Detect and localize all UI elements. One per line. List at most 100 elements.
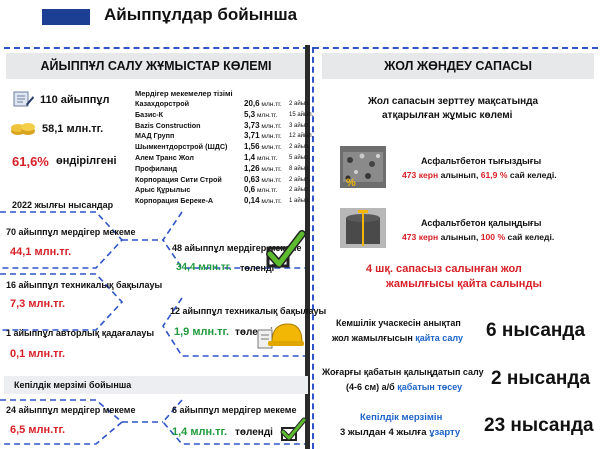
small-check-icon xyxy=(278,416,307,442)
contractor-name: Алем Транс Жол xyxy=(135,153,194,162)
contractor-row: Базис-К 5,3 млн.тг.15 айып. xyxy=(135,110,315,120)
right-header: ЖОЛ ЖӨНДЕУ САПАСЫ xyxy=(322,53,594,79)
w2-suffix: төленді xyxy=(235,427,273,438)
contractor-amount: 1,4 млн.тг. xyxy=(244,153,292,165)
contractor-amount: 1,26 млн.тг. xyxy=(244,164,292,176)
s3-line-1: Кепілдік мерзімін xyxy=(360,412,443,423)
collected-percent: 61,6% xyxy=(12,154,49,169)
contractor-name: МАД Групп xyxy=(135,131,175,141)
p1-suffix: төленді xyxy=(240,263,275,273)
contractor-amount: 0,63 млн.тг. xyxy=(244,175,292,187)
warranty-dashed-lines xyxy=(0,396,310,449)
contractor-amount: 0,6 млн.тг. xyxy=(244,185,292,197)
contractor-name: Базис-К xyxy=(135,109,164,119)
density-mid: алынып, xyxy=(440,170,479,180)
contractor-amount-value: 1,26 xyxy=(244,163,260,173)
s2-count: 2 нысанда xyxy=(491,368,591,389)
b2-amount: 7,3 млн.тг. xyxy=(10,298,66,310)
center-divider xyxy=(312,47,314,449)
contractor-fine-count: 2 айып. xyxy=(289,101,310,107)
contractor-name: Bazis Construction xyxy=(135,120,201,130)
contractor-amount-unit: млн.тг. xyxy=(261,198,282,206)
contractor-amount: 0,14 млн.тг. xyxy=(244,196,292,208)
w1-label: 24 айыппұл мердігер мекеме xyxy=(6,405,136,415)
contractor-amount-unit: млн.тг. xyxy=(261,133,282,141)
contractor-row: Алем Транс Жол 1,4 млн.тг.5 айып. xyxy=(135,153,315,163)
contractor-name: Арыс Құрылыс xyxy=(135,185,191,195)
s2-line-2a: (4-6 см) а/б xyxy=(346,382,395,392)
page-title: Айыппұлдар бойынша xyxy=(104,5,298,24)
contractor-name: Корпорация Береке-А xyxy=(135,196,214,206)
asphalt-sample-photo-2 xyxy=(340,208,386,248)
contractor-amount: 5,3 млн.тг. xyxy=(244,110,292,122)
dashed-flow-diagram xyxy=(0,210,310,380)
contractor-amount-unit: млн.тг. xyxy=(261,122,282,130)
density-pct: 61,9 % xyxy=(480,170,508,180)
fines-count: 110 айыппұл xyxy=(40,94,110,106)
density-stats: 473 керн алынып, 61,9 % сай келеді. xyxy=(402,170,557,180)
s3-line-2: 3 жылдан 4 жылға ұзарту xyxy=(340,427,460,438)
s2-line-2: (4-6 см) а/б қабатын төсеу xyxy=(346,382,462,392)
intro-line-1: Жол сапасын зерттеу мақсатында xyxy=(368,96,539,107)
contractor-row: Шымкентдорстрой (ШДС)1,56 млн.тг.2 айып. xyxy=(135,142,315,152)
w2-amount: 1,4 млн.тг. xyxy=(172,426,228,438)
title-accent-bar xyxy=(42,9,90,25)
s1-line-2b: қайта салу xyxy=(415,333,463,343)
asphalt-sample-photo-1: % xyxy=(340,146,386,189)
contractor-amount: 1,56 млн.тг. xyxy=(244,142,292,154)
s1-count: 6 нысанда xyxy=(486,320,586,341)
contractor-fine-count: 12 айып. xyxy=(289,133,314,140)
section-2022-title: 2022 жылғы нысандар xyxy=(12,200,114,210)
contractor-amount-value: 1,56 xyxy=(244,142,260,152)
contractor-name: Профиланд xyxy=(135,163,178,173)
b1-label: 70 айыппұл мердігер мекеме xyxy=(6,227,136,237)
thickness-mid: алынып, xyxy=(440,232,479,242)
s3-line-2a: 3 жылдан 4 жылға xyxy=(340,427,427,438)
contractor-amount: 3,73 млн.тг. xyxy=(244,121,292,133)
intro-line-2: атқарылған жұмыс көлемі xyxy=(382,110,513,121)
coins-icon xyxy=(10,119,36,137)
contractor-fine-count: 5 айып. xyxy=(289,155,310,161)
b2-label: 16 айыппұл техникалық бақылауы xyxy=(6,280,163,290)
thickness-stats: 473 керн алынып, 100 % сай келеді. xyxy=(402,232,554,242)
contractor-amount-unit: млн.тг. xyxy=(256,187,278,195)
contractor-amount-unit: млн.тг. xyxy=(256,111,278,119)
contractor-fine-count: 15 айып. xyxy=(289,111,314,118)
contractor-fine-count: 1 айып. xyxy=(289,198,310,205)
contractor-name: Шымкентдорстрой (ШДС) xyxy=(135,142,228,152)
collected-label: өндірілгені xyxy=(56,155,117,167)
thickness-title: Асфальтбетон қалыңдығы xyxy=(421,218,542,228)
checkmark-icon xyxy=(262,228,306,272)
s1-line-1: Кемшілік учаскесін анықтап xyxy=(336,318,461,328)
density-title: Асфальтбетон тығыздығы xyxy=(421,156,542,166)
contractor-amount-value: 0,14 xyxy=(244,196,260,206)
left-panel-border xyxy=(305,45,310,449)
p1-amount: 34,4 млн.тг. xyxy=(176,262,232,273)
hardhat-icon xyxy=(256,312,304,352)
contractor-amount-unit: млн.тг. xyxy=(261,176,282,184)
contractors-title: Мердігер мекемелер тізімі xyxy=(135,89,233,98)
contractor-amount-value: 20,6 xyxy=(244,99,260,108)
document-icon xyxy=(12,90,34,108)
s3-line-2b: ұзарту xyxy=(429,427,461,438)
contractor-amount-unit: млн.тг. xyxy=(261,144,282,152)
density-end: сай келеді. xyxy=(509,170,557,180)
top-divider xyxy=(4,47,598,49)
s3-count: 23 нысанда xyxy=(484,415,594,436)
contractor-name: Корпорация Сити Строй xyxy=(135,174,222,184)
relay-line-1: 4 шқ. сапасыз салынған жол xyxy=(366,263,522,275)
contractor-amount-value: 3,73 xyxy=(244,120,260,130)
s1-line-2: жол жамылғысын қайта салу xyxy=(332,333,463,343)
density-cores: 473 керн xyxy=(402,170,439,180)
relay-line-2: жамылғысы қайта салынды xyxy=(386,278,542,290)
contractor-amount-unit: млн.тг. xyxy=(261,165,282,173)
p2-suffix: төленді xyxy=(235,327,273,338)
s2-line-1: Жоғарғы қабатын қалыңдатып салу xyxy=(322,367,484,377)
contractor-amount-unit: млн.тг. xyxy=(261,101,282,108)
contractor-amount: 20,6 млн.тг. xyxy=(244,99,292,111)
contractor-fine-count: 3 айып. xyxy=(289,122,310,129)
b1-amount: 44,1 млн.тг. xyxy=(10,246,72,258)
